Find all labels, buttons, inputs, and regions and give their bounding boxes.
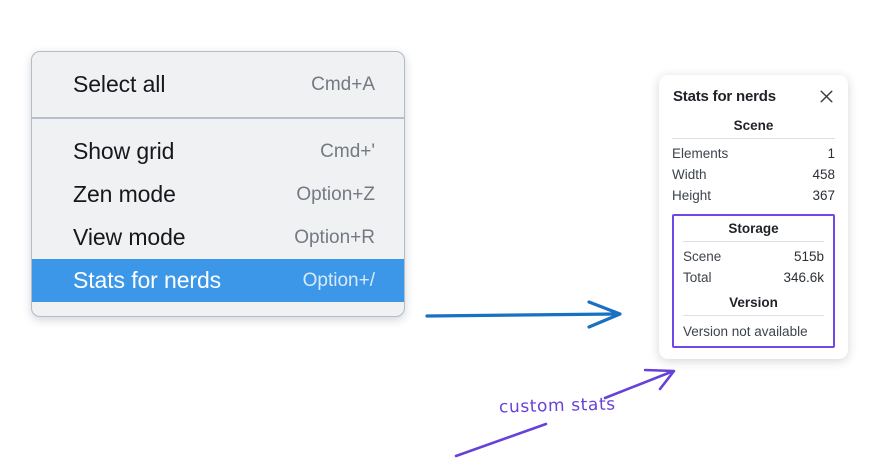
stat-value: 458	[812, 167, 835, 182]
context-menu: Select all Cmd+A Show grid Cmd+' Zen mod…	[31, 51, 405, 317]
stat-key: Scene	[683, 249, 722, 264]
stat-value: 346.6k	[783, 270, 824, 285]
stat-row: Width 458	[672, 164, 835, 185]
stats-panel-body: Scene Elements 1 Width 458 Height 367 St…	[659, 117, 848, 348]
menu-item-shortcut: Option+R	[294, 226, 375, 248]
stat-key: Elements	[672, 146, 729, 161]
section-divider	[672, 138, 835, 139]
menu-item-label: Show grid	[73, 138, 175, 164]
menu-group-1: Select all Cmd+A	[32, 52, 404, 117]
menu-item-shortcut: Option+/	[302, 269, 375, 291]
stat-value: 515b	[793, 249, 824, 264]
section-divider	[683, 241, 824, 242]
version-text: Version not available	[683, 324, 808, 339]
stat-value: 367	[812, 188, 835, 203]
stat-value: 1	[827, 146, 835, 161]
stat-row: Total 346.6k	[683, 267, 824, 288]
menu-item-shortcut: Cmd+A	[311, 73, 375, 95]
stats-for-nerds-panel: Stats for nerds Scene Elements 1 Width 4…	[659, 75, 848, 359]
blue-arrow-annotation	[425, 300, 622, 329]
menu-item-show-grid[interactable]: Show grid Cmd+'	[32, 130, 404, 173]
menu-item-view-mode[interactable]: View mode Option+R	[32, 216, 404, 259]
close-icon[interactable]	[818, 88, 835, 105]
stats-panel-header: Stats for nerds	[659, 88, 848, 105]
menu-item-label: View mode	[73, 224, 186, 250]
panel-title: Stats for nerds	[673, 88, 776, 105]
menu-item-stats-for-nerds[interactable]: Stats for nerds Option+/	[32, 259, 404, 302]
menu-item-shortcut: Option+Z	[296, 183, 375, 205]
section-title-storage: Storage	[728, 221, 779, 236]
menu-item-shortcut: Cmd+'	[320, 140, 375, 162]
stat-key: Height	[672, 188, 712, 203]
stat-key: Width	[672, 167, 707, 182]
custom-stats-annotation-label: custom stats	[498, 394, 616, 418]
menu-item-label: Select all	[73, 71, 166, 97]
menu-group-2: Show grid Cmd+' Zen mode Option+Z View m…	[32, 117, 404, 302]
menu-item-zen-mode[interactable]: Zen mode Option+Z	[32, 173, 404, 216]
menu-item-label: Stats for nerds	[73, 267, 222, 293]
section-divider	[683, 315, 824, 316]
stat-row: Scene 515b	[683, 246, 824, 267]
section-title-version: Version	[729, 295, 778, 310]
stat-key: Total	[683, 270, 712, 285]
custom-stats-highlight-box: Storage Scene 515b Total 346.6k Version …	[672, 214, 835, 348]
menu-item-select-all[interactable]: Select all Cmd+A	[32, 63, 404, 106]
section-title-scene: Scene	[733, 118, 774, 133]
menu-item-label: Zen mode	[73, 181, 176, 207]
stat-row: Height 367	[672, 185, 835, 206]
purple-underline-annotation	[454, 422, 548, 458]
stat-row: Elements 1	[672, 143, 835, 164]
